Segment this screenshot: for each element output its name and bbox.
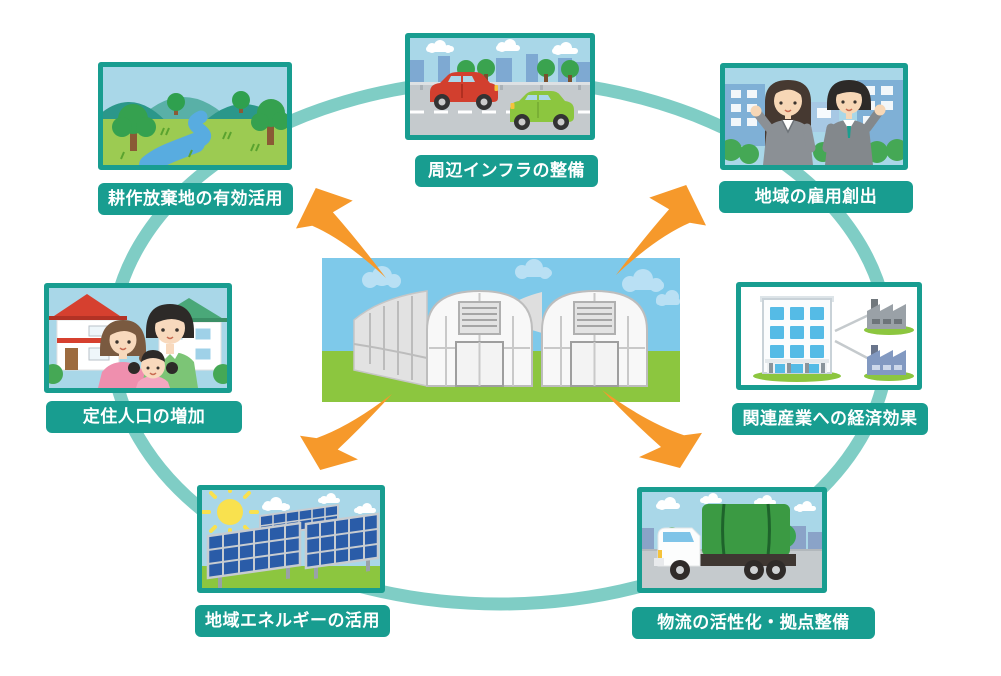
energy-image: [197, 485, 385, 593]
family-and-houses-illustration: [49, 288, 227, 388]
label-employment: 地域の雇用創出: [719, 181, 913, 213]
label-infrastructure: 周辺インフラの整備: [415, 155, 598, 187]
cargo-truck-illustration: [642, 492, 822, 588]
label-energy: 地域エネルギーの活用: [195, 605, 390, 637]
employment-image: [720, 63, 908, 170]
arrow-top-left: [296, 188, 386, 278]
label-farmland: 耕作放棄地の有効活用: [98, 183, 293, 215]
solar-panels-illustration: [202, 490, 380, 588]
population-image: [44, 283, 232, 393]
farmland-image: [98, 62, 292, 170]
label-economy: 関連産業への経済効果: [732, 403, 928, 435]
infrastructure-image: [405, 33, 595, 140]
countryside-river-illustration: [103, 67, 287, 165]
two-vinyl-greenhouses-illustration: [322, 258, 680, 402]
economy-image: [736, 282, 922, 390]
cars-on-road-illustration: [410, 38, 590, 135]
office-and-factories-illustration: [741, 287, 917, 385]
arrow-bottom-right: [602, 390, 702, 468]
logistics-image: [637, 487, 827, 593]
label-logistics: 物流の活性化・拠点整備: [632, 607, 875, 639]
center-greenhouse-image: [322, 258, 680, 402]
arrow-bottom-left: [300, 394, 392, 470]
label-population: 定住人口の増加: [46, 401, 242, 433]
business-people-illustration: [725, 68, 903, 165]
arrow-top-right: [616, 185, 706, 275]
